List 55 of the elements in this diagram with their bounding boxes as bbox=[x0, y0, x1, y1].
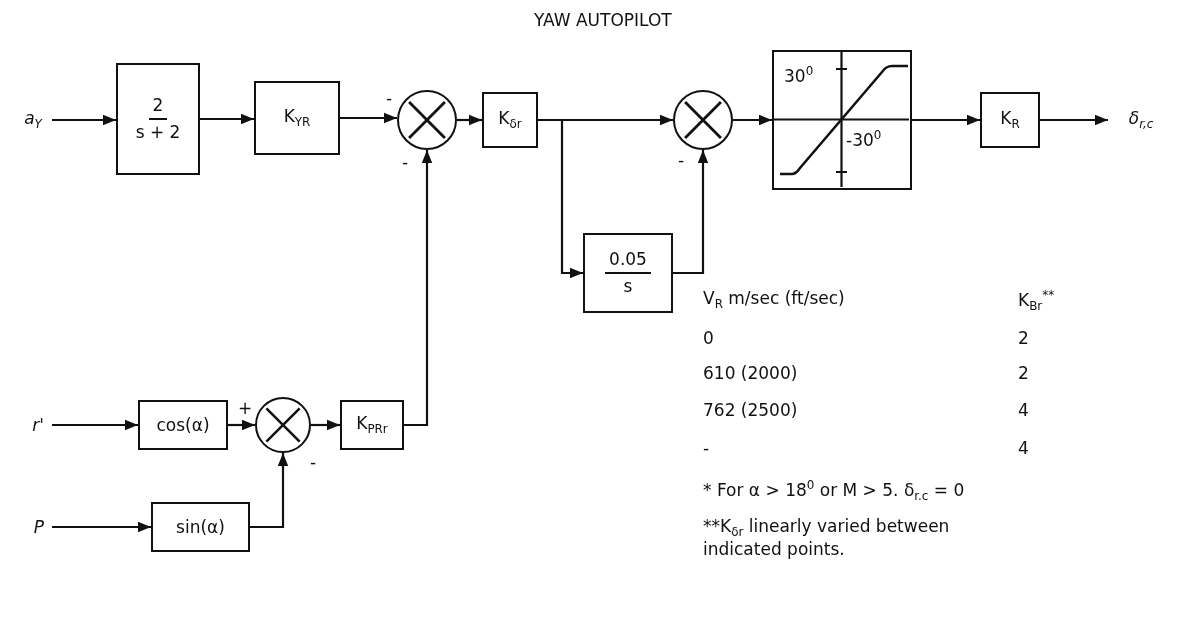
gain-label: cos(α) bbox=[156, 415, 210, 435]
gain-block bbox=[980, 92, 1040, 148]
arrow bbox=[538, 118, 583, 279]
sign-label: - bbox=[310, 452, 317, 472]
sign-label: - bbox=[402, 152, 409, 172]
summing-junction bbox=[673, 90, 733, 150]
numerator: 0.05 bbox=[605, 250, 651, 274]
arrow bbox=[228, 419, 255, 431]
arrow bbox=[1040, 114, 1108, 126]
gain-block bbox=[482, 92, 538, 148]
arrow bbox=[250, 453, 289, 529]
table-cell: 0 bbox=[703, 328, 714, 348]
arrow bbox=[733, 114, 772, 126]
arrow bbox=[340, 112, 397, 124]
summing-junction bbox=[397, 90, 457, 150]
arrow bbox=[311, 419, 340, 431]
signal-name: δ$_{r,c}$ bbox=[1128, 108, 1154, 132]
table-header: V$_{R}$ m/sec (ft/sec) bbox=[703, 288, 845, 312]
table-cell: 2 bbox=[1018, 328, 1029, 348]
arrow bbox=[200, 113, 254, 125]
arrow bbox=[52, 114, 116, 126]
denominator: s bbox=[622, 275, 634, 296]
gain-block bbox=[151, 502, 250, 552]
gain-block bbox=[138, 400, 228, 450]
saturation-block bbox=[772, 50, 912, 190]
sign-label: + bbox=[238, 398, 253, 418]
footnote: * For α > 18$^{0}$ or M > 5. δ$_{r.c}$ = 0 bbox=[703, 478, 965, 504]
table-cell: - bbox=[703, 438, 710, 458]
gain-block bbox=[340, 400, 404, 450]
sign-label: - bbox=[386, 88, 393, 108]
footnote: **K$_{δ}$$_{r}$ linearly varied between indicated points. bbox=[703, 516, 951, 560]
arrow bbox=[404, 150, 433, 427]
numerator: 2 bbox=[148, 96, 168, 120]
table-cell: 762 (2500) bbox=[703, 400, 798, 420]
arrow bbox=[912, 114, 980, 126]
denominator: s + 2 bbox=[134, 121, 182, 142]
sign-label: - bbox=[678, 150, 685, 170]
table-cell: 2 bbox=[1018, 363, 1029, 383]
signal-name: r' bbox=[32, 415, 44, 435]
signal-name: a$_{Y}$ bbox=[24, 108, 42, 132]
diagram-title: YAW AUTOPILOT bbox=[534, 10, 672, 30]
arrow bbox=[52, 521, 151, 533]
gain-label: K$_{R}$ bbox=[1000, 108, 1020, 132]
signal-name: P bbox=[33, 517, 45, 537]
table-cell: 4 bbox=[1018, 438, 1029, 458]
gain-label: sin(α) bbox=[176, 517, 225, 537]
transfer-function-block bbox=[583, 233, 673, 313]
transfer-function-block bbox=[116, 63, 200, 175]
arrow bbox=[52, 419, 138, 431]
summing-junction bbox=[255, 397, 311, 453]
arrow bbox=[673, 150, 709, 275]
gain-block bbox=[254, 81, 340, 155]
arrow bbox=[457, 114, 482, 126]
table-cell: 610 (2000) bbox=[703, 363, 798, 383]
table-cell: 4 bbox=[1018, 400, 1029, 420]
